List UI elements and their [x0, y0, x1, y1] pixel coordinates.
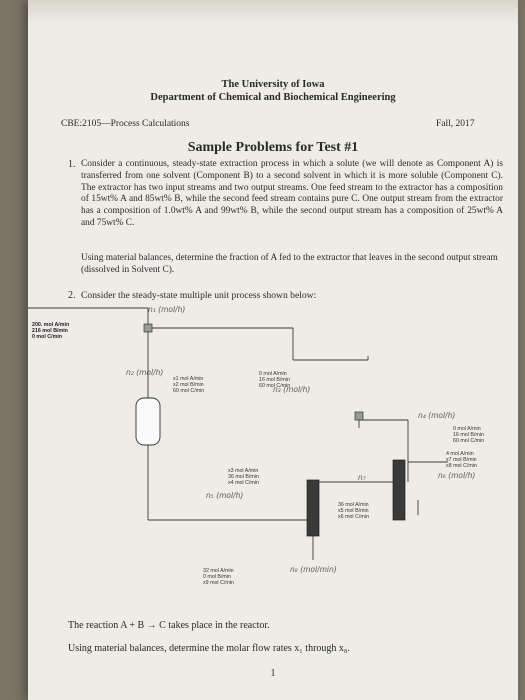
handwritten-n3: n₃ (mol/h)	[273, 385, 310, 394]
feed-line-1: 200. mol A/min	[32, 322, 69, 328]
university-name: The University of Iowa	[221, 79, 325, 90]
handwritten-n5: n₅ (mol/h)	[206, 491, 243, 500]
page-number: 1	[270, 668, 276, 679]
feed-line-2: 216 mol B/min	[32, 328, 68, 334]
right-side-line-1: 4 mol A/min	[446, 451, 474, 457]
sep2-line-1: 36 mol A/min	[338, 502, 369, 508]
process-flow-diagram: 200. mol A/min 216 mol B/min 0 mol C/min…	[28, 305, 484, 586]
outlet-line-1: x3 mol A/min	[228, 468, 258, 474]
top-stream-label: 0 mol A/min 16 mol B/min 60 mol C/min	[259, 371, 290, 389]
torn-page-edge	[28, 0, 518, 24]
page-title: Sample Problems for Test #1	[187, 140, 359, 155]
handwritten-n7: n₇	[358, 473, 366, 482]
problem-2-question: Using material balances, determine the m…	[68, 643, 350, 654]
problem-2-prompt: Consider the steady-state multiple unit …	[81, 290, 317, 301]
top-line-3: 60 mol C/min	[259, 383, 290, 389]
handwritten-n4: n₄ (mol/h)	[418, 411, 455, 420]
course-label: CBE:2105—Process Calculations	[61, 119, 190, 129]
right-side-line-3: x8 mol C/min	[446, 463, 477, 469]
bottom-line-2: 0 mol B/min	[203, 574, 231, 580]
sep2-line-2: x5 mol B/min	[338, 508, 369, 514]
outlet-line-2: 36 mol B/min	[228, 474, 259, 480]
handwritten-n1: n₁ (mol/h)	[148, 305, 185, 314]
mixer-top	[143, 323, 153, 333]
right-top-line-2: 16 mol B/min	[453, 432, 484, 438]
bottom-stream-label: 32 mol A/min 0 mol B/min x9 mol C/min	[203, 568, 234, 586]
department-name: Department of Chemical and Biochemical E…	[150, 92, 396, 103]
handwritten-n8: n₈ (mol/min)	[290, 565, 337, 574]
bottom-line-3: x9 mol C/min	[203, 580, 234, 586]
bottom-line-1: 32 mol A/min	[203, 568, 234, 574]
right-top-label: 0 mol A/min 16 mol B/min 60 mol C/min	[453, 426, 484, 444]
separator-2	[392, 459, 406, 521]
reactor-outlet-label: x3 mol A/min 36 mol B/min x4 mol C/min	[228, 468, 259, 486]
problem-1-number: 1.	[68, 159, 76, 170]
inlet-line-2: x2 mol B/min	[173, 382, 204, 388]
mixer-right	[354, 411, 364, 421]
right-top-line-1: 0 mol A/min	[453, 426, 481, 432]
inlet-line-1: x1 mol A/min	[173, 376, 203, 382]
outlet-line-3: x4 mol C/min	[228, 480, 259, 486]
feed-stream-label: 200. mol A/min 216 mol B/min 0 mol C/min	[32, 322, 69, 340]
separator-2-outlet-label: 36 mol A/min x5 mol B/min x6 mol C/min	[338, 502, 369, 520]
top-line-1: 0 mol A/min	[259, 371, 287, 377]
handwritten-n6: n₆ (mol/h)	[438, 471, 475, 480]
separator-1	[306, 479, 320, 537]
problem-2-number: 2.	[68, 290, 76, 301]
term-label: Fall, 2017	[436, 119, 475, 129]
problem-1-question: Using material balances, determine the f…	[81, 253, 498, 275]
reaction-statement: The reaction A + B → C takes place in th…	[68, 620, 270, 631]
worksheet-page: The University of Iowa Department of Che…	[28, 0, 518, 700]
right-side-line-2: x7 mol B/min	[446, 457, 477, 463]
feed-line-3: 0 mol C/min	[32, 334, 62, 340]
top-line-2: 16 mol B/min	[259, 377, 290, 383]
inlet-line-3: 60 mol C/min	[173, 388, 204, 394]
reactor-vessel	[135, 397, 161, 446]
right-top-line-3: 60 mol C/min	[453, 438, 484, 444]
problem-1-text: Consider a continuous, steady-state extr…	[81, 159, 503, 228]
right-side-label: 4 mol A/min x7 mol B/min x8 mol C/min	[446, 451, 477, 469]
handwritten-n2: n₂ (mol/h)	[126, 368, 163, 377]
sep2-line-3: x6 mol C/min	[338, 514, 369, 520]
reactor-inlet-label: x1 mol A/min x2 mol B/min 60 mol C/min	[173, 376, 204, 394]
